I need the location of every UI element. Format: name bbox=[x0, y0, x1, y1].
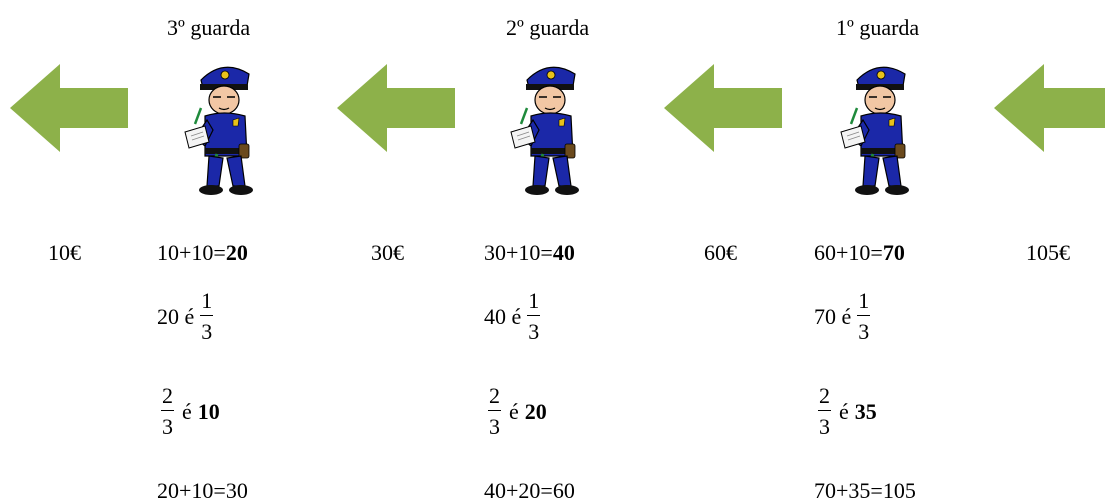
police-officer-icon bbox=[839, 60, 925, 200]
sum-expression: 30+10= bbox=[484, 240, 553, 265]
fraction-denominator: 3 bbox=[489, 414, 500, 439]
amount-after-guard-1: 60€ bbox=[704, 240, 737, 265]
sum-result: 40 bbox=[552, 240, 575, 265]
fraction-denominator: 3 bbox=[819, 414, 830, 439]
amount-initial: 105€ bbox=[1026, 240, 1070, 265]
sum-result: 20 bbox=[225, 240, 248, 265]
sum-result: 70 bbox=[882, 240, 905, 265]
twothirds-word: é bbox=[839, 398, 849, 424]
police-officer-icon bbox=[509, 60, 595, 200]
guard-title: 3º guarda bbox=[167, 15, 251, 40]
arrow-left-icon bbox=[664, 64, 782, 152]
final-sum: 20+10=30 bbox=[157, 478, 248, 503]
amount-final: 10€ bbox=[48, 240, 81, 265]
arrow-left-icon bbox=[337, 64, 455, 152]
fraction-numerator: 1 bbox=[527, 290, 541, 316]
third-prefix: 70 é bbox=[814, 303, 852, 329]
twothirds-result: 35 bbox=[854, 398, 877, 424]
fraction-numerator: 2 bbox=[818, 385, 831, 411]
fraction-numerator: 2 bbox=[488, 385, 501, 411]
arrow-left-icon bbox=[10, 64, 128, 152]
final-sum: 40+20=60 bbox=[484, 478, 575, 503]
twothirds-result: 10 bbox=[197, 398, 220, 424]
twothirds-word: é bbox=[182, 398, 192, 424]
sum-line: 30+10=40 bbox=[484, 240, 575, 266]
fraction-denominator: 3 bbox=[162, 414, 173, 439]
police-officer-icon bbox=[183, 60, 269, 200]
fraction-denominator: 3 bbox=[201, 319, 213, 344]
fraction-numerator: 1 bbox=[857, 290, 871, 316]
third-prefix: 20 é bbox=[157, 303, 195, 329]
twothirds-result: 20 bbox=[524, 398, 547, 424]
fraction-numerator: 2 bbox=[161, 385, 174, 411]
sum-expression: 60+10= bbox=[814, 240, 883, 265]
guard-title: 2º guarda bbox=[506, 15, 590, 40]
arrow-left-icon bbox=[994, 64, 1105, 152]
fraction-denominator: 3 bbox=[528, 319, 540, 344]
guard-title: 1º guarda bbox=[836, 15, 920, 40]
fraction-numerator: 1 bbox=[200, 290, 214, 316]
twothirds-word: é bbox=[509, 398, 519, 424]
sum-line: 10+10=20 bbox=[157, 240, 248, 266]
sum-line: 60+10=70 bbox=[814, 240, 905, 266]
third-prefix: 40 é bbox=[484, 303, 522, 329]
final-sum: 70+35=105 bbox=[814, 478, 916, 503]
sum-expression: 10+10= bbox=[157, 240, 226, 265]
fraction-denominator: 3 bbox=[858, 319, 870, 344]
amount-after-guard-2: 30€ bbox=[371, 240, 404, 265]
